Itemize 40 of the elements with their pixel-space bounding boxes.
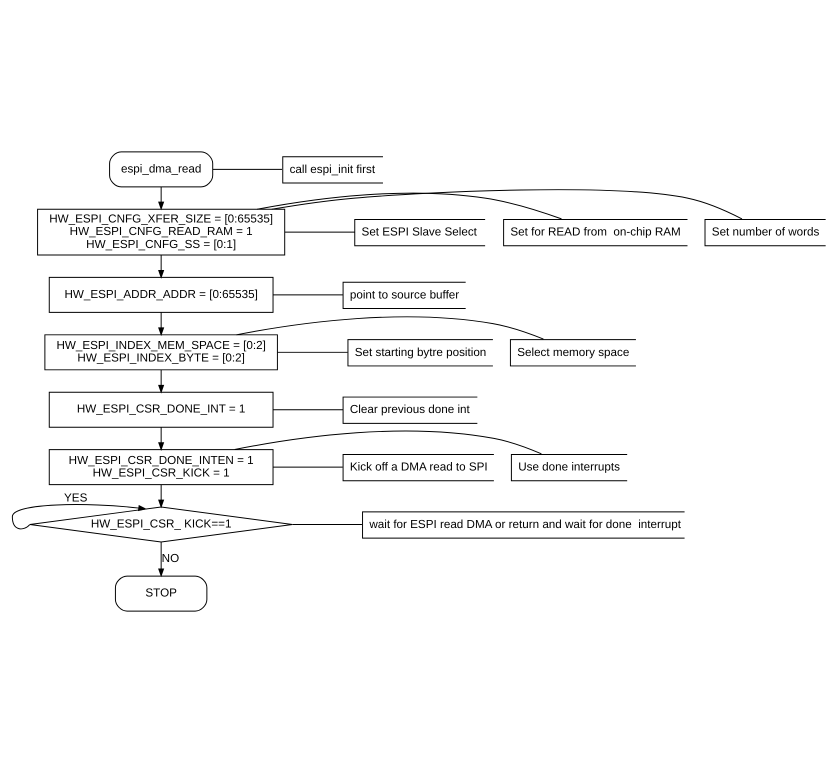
arrow: [158, 186, 164, 210]
arrow: [158, 542, 164, 578]
node-text: call espi_init first: [290, 162, 376, 176]
node-text: point to source buffer: [350, 288, 460, 302]
node-text: Kick off a DMA read to SPI: [350, 460, 488, 474]
node-diamond: HW_ESPI_CSR_ KICK==1: [29, 506, 293, 543]
node-box: HW_ESPI_ADDR_ADDR = [0:65535]: [48, 276, 274, 313]
node-text: Set number of words: [712, 226, 820, 239]
arrow: [158, 254, 164, 279]
connector: [292, 524, 362, 525]
connector: [212, 168, 282, 170]
node-text: wait for ESPI read DMA or return and wait for done interrupt: [369, 518, 681, 532]
node-text: Use done interrupts: [518, 460, 620, 474]
arrow: [12, 504, 148, 530]
node-text: Select memory space: [517, 346, 630, 359]
arrow: [158, 369, 164, 394]
node-box: espi_dma_read: [109, 151, 214, 188]
edge-label: NO: [162, 552, 180, 566]
connector: [272, 294, 344, 296]
connector: [284, 232, 356, 233]
connector: [234, 430, 542, 454]
node-box: HW_ESPI_CSR_DONE_INT = 1: [48, 392, 274, 428]
node-box: HW_ESPI_CSR_DONE_INTEN = 1 HW_ESPI_CSR_KICK = 1: [48, 449, 274, 486]
node-text: Set for READ from on-chip RAM: [510, 226, 681, 239]
arrow: [158, 426, 164, 451]
node-box: HW_ESPI_INDEX_MEM_SPACE = [0:2] HW_ESPI_INDEX_BYTE = [0:2]: [44, 334, 278, 370]
edge-label: YES: [64, 491, 88, 504]
connector: [277, 352, 348, 353]
node-text: Set ESPI Slave Select: [362, 226, 477, 239]
connector: [272, 466, 343, 468]
connector: [271, 189, 742, 220]
connector: [256, 192, 562, 220]
connector: [236, 316, 544, 340]
connector: [272, 409, 344, 410]
arrow: [158, 312, 164, 336]
node-text: Set starting bytre position: [354, 346, 486, 359]
node-box: HW_ESPI_CNFG_XFER_SIZE = [0:65535] HW_ESPI_CNFG_READ_RAM = 1 HW_ESPI_CNFG_SS = [0:1]: [37, 208, 286, 256]
node-box: STOP: [114, 576, 208, 612]
node-text: Clear previous done int: [350, 403, 470, 416]
arrow: [158, 484, 164, 508]
